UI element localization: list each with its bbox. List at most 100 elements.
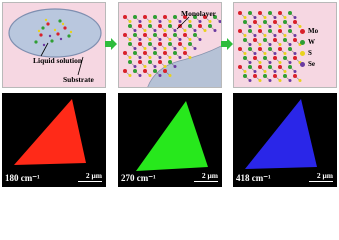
chalcogen-atom [138,56,142,59]
mo-atom-icon [300,28,305,34]
metal-atom [293,20,297,24]
metal-atom [258,47,262,51]
metal-atom [248,11,252,15]
chalcogen-atom [128,56,132,59]
chalcogen-atom [173,29,177,32]
chalcogen-atom [148,20,152,23]
scale-bar-1 [78,180,102,182]
metal-atom [138,24,142,28]
metal-atom [138,60,142,64]
metal-atom [123,69,127,73]
chalcogen-atom [273,16,277,19]
metal-atom [128,60,132,64]
metal-atom [238,29,242,33]
chalcogen-atom [158,74,162,77]
chalcogen-atom [178,56,182,59]
metal-atom [238,11,242,15]
s-atom-icon [300,50,305,56]
chalcogen-atom [143,29,147,32]
metal-atom [283,38,287,42]
scale-bar-2 [194,180,218,182]
chalcogen-atom [248,25,252,28]
raman-map-1: 180 cm⁻¹ 2 μm [2,93,106,187]
monolayer-illustration [123,15,221,87]
chalcogen-atom [283,34,287,37]
metal-atom [173,15,177,19]
chalcogen-atom [258,79,262,82]
metal-atom [143,51,147,55]
wavenumber-label-1: 180 cm⁻¹ [5,173,40,183]
metal-atom [168,60,172,64]
chalcogen-atom [293,70,297,73]
legend-mo: Mo [300,27,318,35]
metal-atom [273,38,277,42]
metal-atom [258,29,262,33]
metal-atom [188,24,192,28]
chalcogen-atom [288,43,292,46]
metal-atom [288,47,292,51]
metal-atom [168,24,172,28]
metal-atom [143,69,147,73]
metal-atom [153,51,157,55]
metal-atom [173,51,177,55]
chalcogen-atom [128,74,132,77]
metal-atom [263,74,267,78]
raman-map-3: 418 cm⁻¹ 2 μm [233,93,337,187]
chalcogen-atom [268,25,272,28]
chalcogen-atom [188,38,192,41]
chalcogen-atom [283,52,287,55]
chalcogen-atom [183,47,187,50]
metal-atom [273,74,277,78]
monolayer-label: Monolayer [181,9,216,18]
chalcogen-atom [268,79,272,82]
chalcogen-atom [258,61,262,64]
metal-atom [138,42,142,46]
metal-atom [238,47,242,51]
process-arrow-2 [221,38,234,50]
chalcogen-atom [278,43,282,46]
chalcogen-atom [143,47,147,50]
legend-se: Se [300,60,315,68]
metal-atom [173,33,177,37]
metal-atom [178,42,182,46]
chalcogen-atom [288,25,292,28]
metal-atom [183,15,187,19]
chalcogen-atom [263,52,267,55]
metal-atom [143,15,147,19]
metal-atom [123,33,127,37]
chalcogen-atom [248,61,252,64]
chalcogen-atom [218,20,221,23]
metal-atom [243,20,247,24]
metal-atom [133,69,137,73]
chalcogen-atom [203,29,207,32]
metal-atom [183,51,187,55]
chalcogen-atom [133,29,137,32]
metal-atom [158,42,162,46]
metal-atom [273,56,277,60]
chalcogen-atom [163,65,167,68]
metal-atom [248,65,252,69]
metal-atom [268,65,272,69]
chalcogen-atom [258,43,262,46]
triangle-flake-blue [245,99,317,169]
liquid-solution-label: Liquid solution [33,56,82,65]
metal-atom [198,24,202,28]
metal-atom [278,11,282,15]
metal-atom [128,24,132,28]
metal-atom [258,11,262,15]
metal-atom [193,15,197,19]
metal-atom [193,33,197,37]
chalcogen-atom [248,79,252,82]
chalcogen-atom [243,52,247,55]
chalcogen-atom [148,38,152,41]
chalcogen-atom [193,29,197,32]
chalcogen-atom [138,74,142,77]
metal-atom [148,60,152,64]
metal-atom [293,74,297,78]
chalcogen-atom [198,38,202,41]
chalcogen-atom [178,38,182,41]
chalcogen-atom [148,56,152,59]
chalcogen-atom [273,34,277,37]
chalcogen-atom [298,79,302,82]
chalcogen-atom [198,20,202,23]
